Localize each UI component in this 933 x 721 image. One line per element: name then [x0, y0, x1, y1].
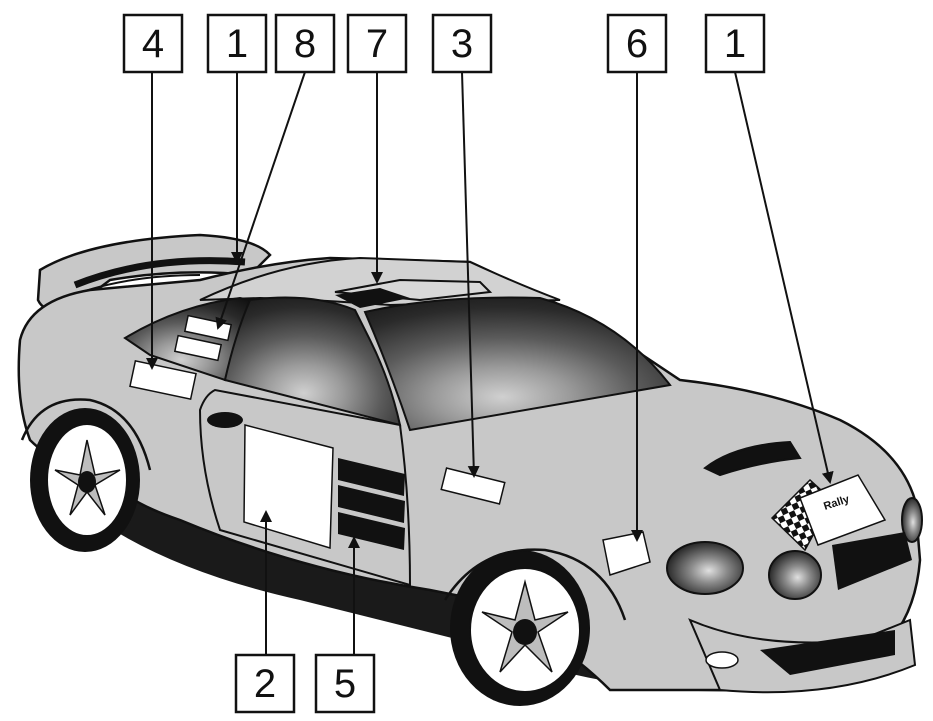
label-4-left: 4: [122, 13, 184, 74]
label-3: 3: [431, 13, 493, 74]
sticker-4: [129, 359, 197, 401]
label-1-hood: 1: [704, 13, 766, 74]
roof-scoop: [334, 278, 493, 308]
label-5: 5: [314, 653, 376, 714]
front-wheel-arch: [443, 548, 627, 621]
door-handle-icon: [207, 412, 243, 428]
label-4-left-text: 4: [142, 22, 164, 66]
sticker-5-stripes: [338, 458, 405, 550]
hood-rally-plate: Rally: [770, 474, 887, 552]
front-wheel: [450, 550, 590, 706]
label-7: 7: [346, 13, 408, 74]
label-2-text: 2: [254, 662, 276, 706]
hood-scoop: [703, 440, 802, 477]
label-2: 2: [234, 653, 296, 714]
indicator-left-icon: [705, 651, 739, 669]
sticker-8-top: [183, 314, 233, 342]
rear-wheel: [30, 408, 140, 552]
headlight-left-icon: [666, 541, 744, 595]
front-grille: [832, 532, 912, 590]
headlight-right-icon: [901, 497, 923, 543]
sticker-6: [602, 531, 651, 576]
label-8: 8: [274, 13, 336, 74]
label-7-text: 7: [366, 22, 388, 66]
label-1-roof: 1: [206, 13, 268, 74]
lower-intake: [760, 630, 895, 675]
rear-wheel-arch: [20, 398, 152, 471]
label-1-hood-text: 1: [724, 22, 746, 66]
label-6-text: 6: [626, 22, 648, 66]
fog-lamp-icon: [768, 550, 822, 600]
label-8-text: 8: [294, 22, 316, 66]
label-6: 6: [606, 13, 668, 74]
sticker-8-bottom: [173, 334, 223, 362]
leader-lines: [146, 71, 834, 655]
label-3-text: 3: [451, 22, 473, 66]
windscreen: [363, 296, 672, 432]
label-5-text: 5: [334, 662, 356, 706]
label-1-roof-text: 1: [226, 22, 248, 66]
side-window: [223, 296, 402, 427]
